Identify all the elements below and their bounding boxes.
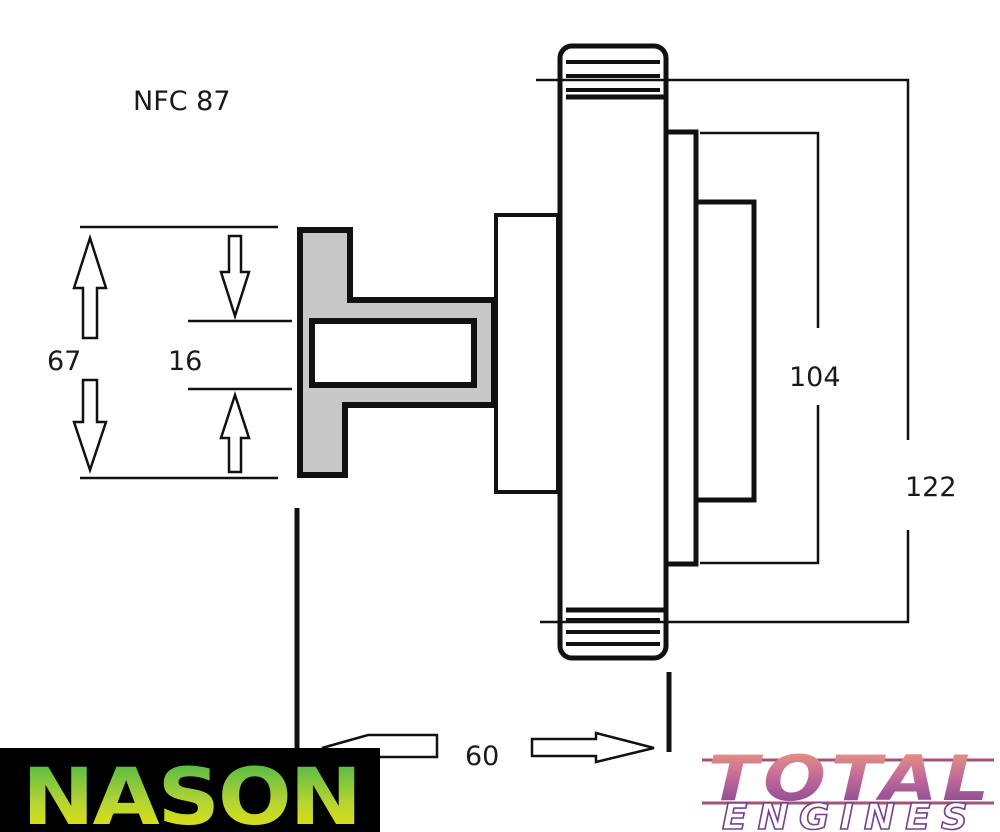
disc-grooves (566, 60, 666, 646)
arrow-up-icon (219, 390, 251, 474)
rear-plate (663, 129, 699, 567)
arrow-down-icon (219, 234, 251, 321)
nason-logo: NASON (0, 748, 380, 832)
diagram-title: NFC 87 (133, 86, 231, 117)
depth-dimension-lines (294, 508, 672, 752)
hub-bore (309, 318, 477, 388)
dimension-label-16: 16 (168, 346, 202, 377)
arrow-down-icon (72, 378, 108, 474)
dimension-label-60: 60 (465, 741, 499, 772)
right-dimension-lines (536, 78, 910, 624)
total-engines-logo: TOTAL ENGINES (702, 742, 994, 832)
arrow-up-icon (72, 233, 108, 340)
rear-boss (693, 199, 757, 503)
arrow-right-icon (530, 731, 655, 764)
dimension-label-67: 67 (47, 346, 81, 377)
body-housing (494, 213, 560, 494)
hub-dimension-lines (80, 225, 292, 480)
main-disc (557, 43, 669, 661)
engines-logo-text: ENGINES (722, 797, 978, 832)
dimension-label-122: 122 (905, 472, 957, 503)
nason-logo-text: NASON (22, 753, 360, 832)
dimension-label-104: 104 (789, 362, 841, 393)
